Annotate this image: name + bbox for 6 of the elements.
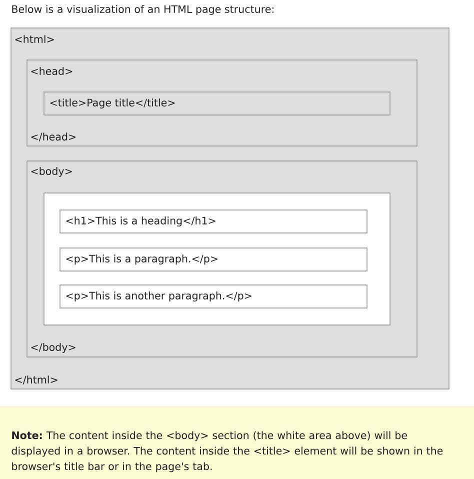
- heading: Below is a visualization of an HTML page structure:: [12, 5, 274, 15]
- element-box: <title>Page title</title>: [44, 92, 390, 116]
- element-box: <p>This is another paragraph.</p>: [60, 284, 368, 308]
- note-box: Note: The content inside the <body> section (the white area above) will be displayed in a browser. The content inside the <title> element will be shown in the browser's title bar or in the page's tab.: [0, 406, 474, 479]
- element-box: <p>This is a paragraph.</p>: [60, 248, 368, 272]
- element-box: <h1>This is a heading</h1>: [60, 210, 368, 234]
